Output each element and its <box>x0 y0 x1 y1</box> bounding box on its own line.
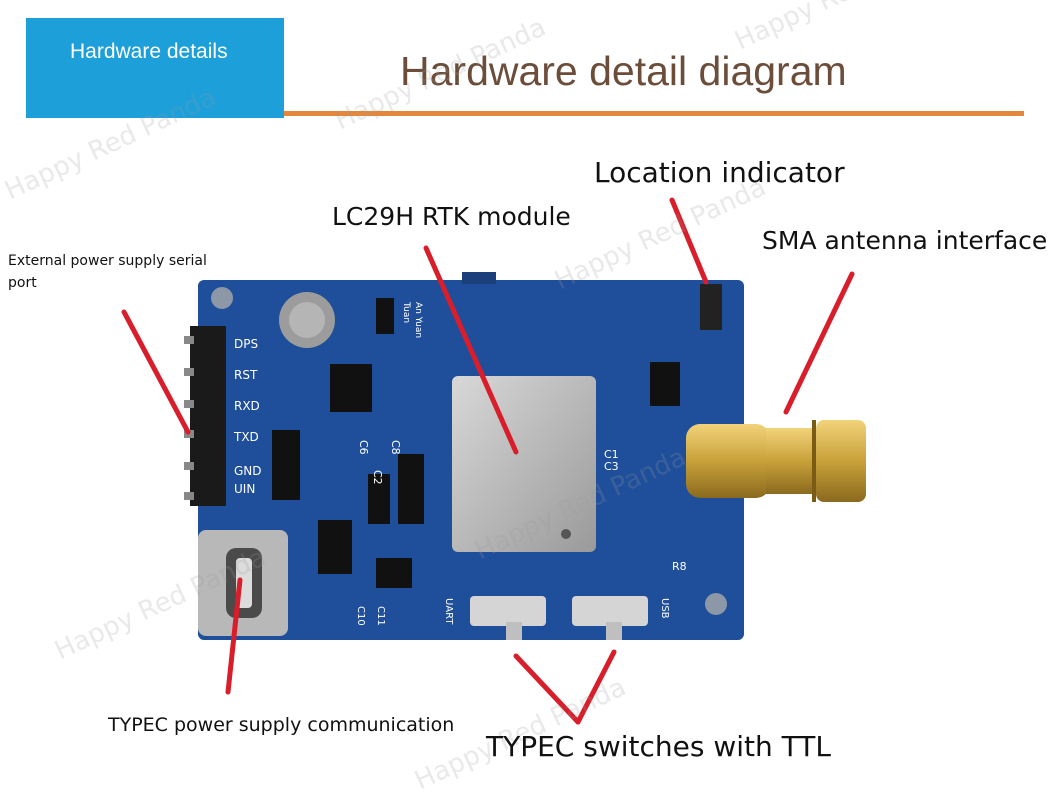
title-underline <box>284 111 1024 116</box>
section-tab: Hardware details <box>26 18 284 118</box>
ic-chip <box>330 364 372 412</box>
pin-label-rxd: RXD <box>234 399 260 413</box>
silk-an-yuan: An Yuan <box>413 302 423 338</box>
watermark: Happy Red Panda <box>330 12 550 136</box>
callout-location-indicator: Location indicator <box>594 156 845 189</box>
pin-header <box>184 326 226 506</box>
pin-label-txd: TXD <box>233 430 259 444</box>
ic-chip <box>398 454 424 524</box>
ic-chip <box>272 430 300 500</box>
callout-rtk-module: LC29H RTK module <box>332 202 571 231</box>
watermark: Happy Red Panda <box>730 0 950 56</box>
callout-sma-interface: SMA antenna interface <box>762 226 1048 255</box>
mount-hole <box>211 287 233 309</box>
pin-label-uin: UIN <box>234 482 255 496</box>
pointer-external <box>121 309 191 435</box>
ic-chip <box>650 362 680 406</box>
comp-c3: C3 <box>604 460 619 473</box>
comp-r8: R8 <box>672 560 687 573</box>
pointer-sma <box>783 271 855 415</box>
pointer-switch-right <box>575 649 617 725</box>
pointer-module <box>423 245 519 455</box>
page-title: Hardware detail diagram <box>400 48 847 94</box>
pointer-switch-left <box>513 653 581 725</box>
ic-chip <box>376 558 412 588</box>
pin-label-gnd: GND <box>234 464 262 478</box>
callout-external-power: External power supply serial port <box>8 253 207 291</box>
mount-hole <box>705 593 727 615</box>
pin-label-rst: RST <box>234 368 258 382</box>
pin-label-dps: DPS <box>234 337 258 351</box>
pointer-location <box>669 197 709 285</box>
comp-c6: C6 <box>357 440 370 455</box>
comp-c2: C2 <box>371 470 384 485</box>
comp-c11: C11 <box>375 606 386 626</box>
ic-chip <box>376 298 394 334</box>
comp-c8: C8 <box>389 440 402 455</box>
comp-c10: C10 <box>355 606 366 626</box>
callout-typec-power: TYPEC power supply communication <box>108 714 455 736</box>
slide-switches <box>470 596 648 640</box>
ic-chip <box>700 284 722 330</box>
sma-connector <box>686 420 866 502</box>
watermark: Happy Red Panda <box>0 82 220 206</box>
ic-chip <box>318 520 352 574</box>
switch-label-uart: UART <box>443 598 454 625</box>
switch-label-usb: USB <box>659 598 670 619</box>
watermark: Happy Red Panda <box>550 172 770 296</box>
rtk-module-shield <box>452 376 596 552</box>
pointer-typec <box>225 577 243 695</box>
silk-tuan: Tuan <box>401 301 411 323</box>
callout-typec-switch: TYPEC switches with TTL <box>486 730 831 763</box>
ic-chip <box>368 474 390 524</box>
section-tab-label: Hardware details <box>70 40 228 63</box>
comp-c1: C1 <box>604 448 619 461</box>
